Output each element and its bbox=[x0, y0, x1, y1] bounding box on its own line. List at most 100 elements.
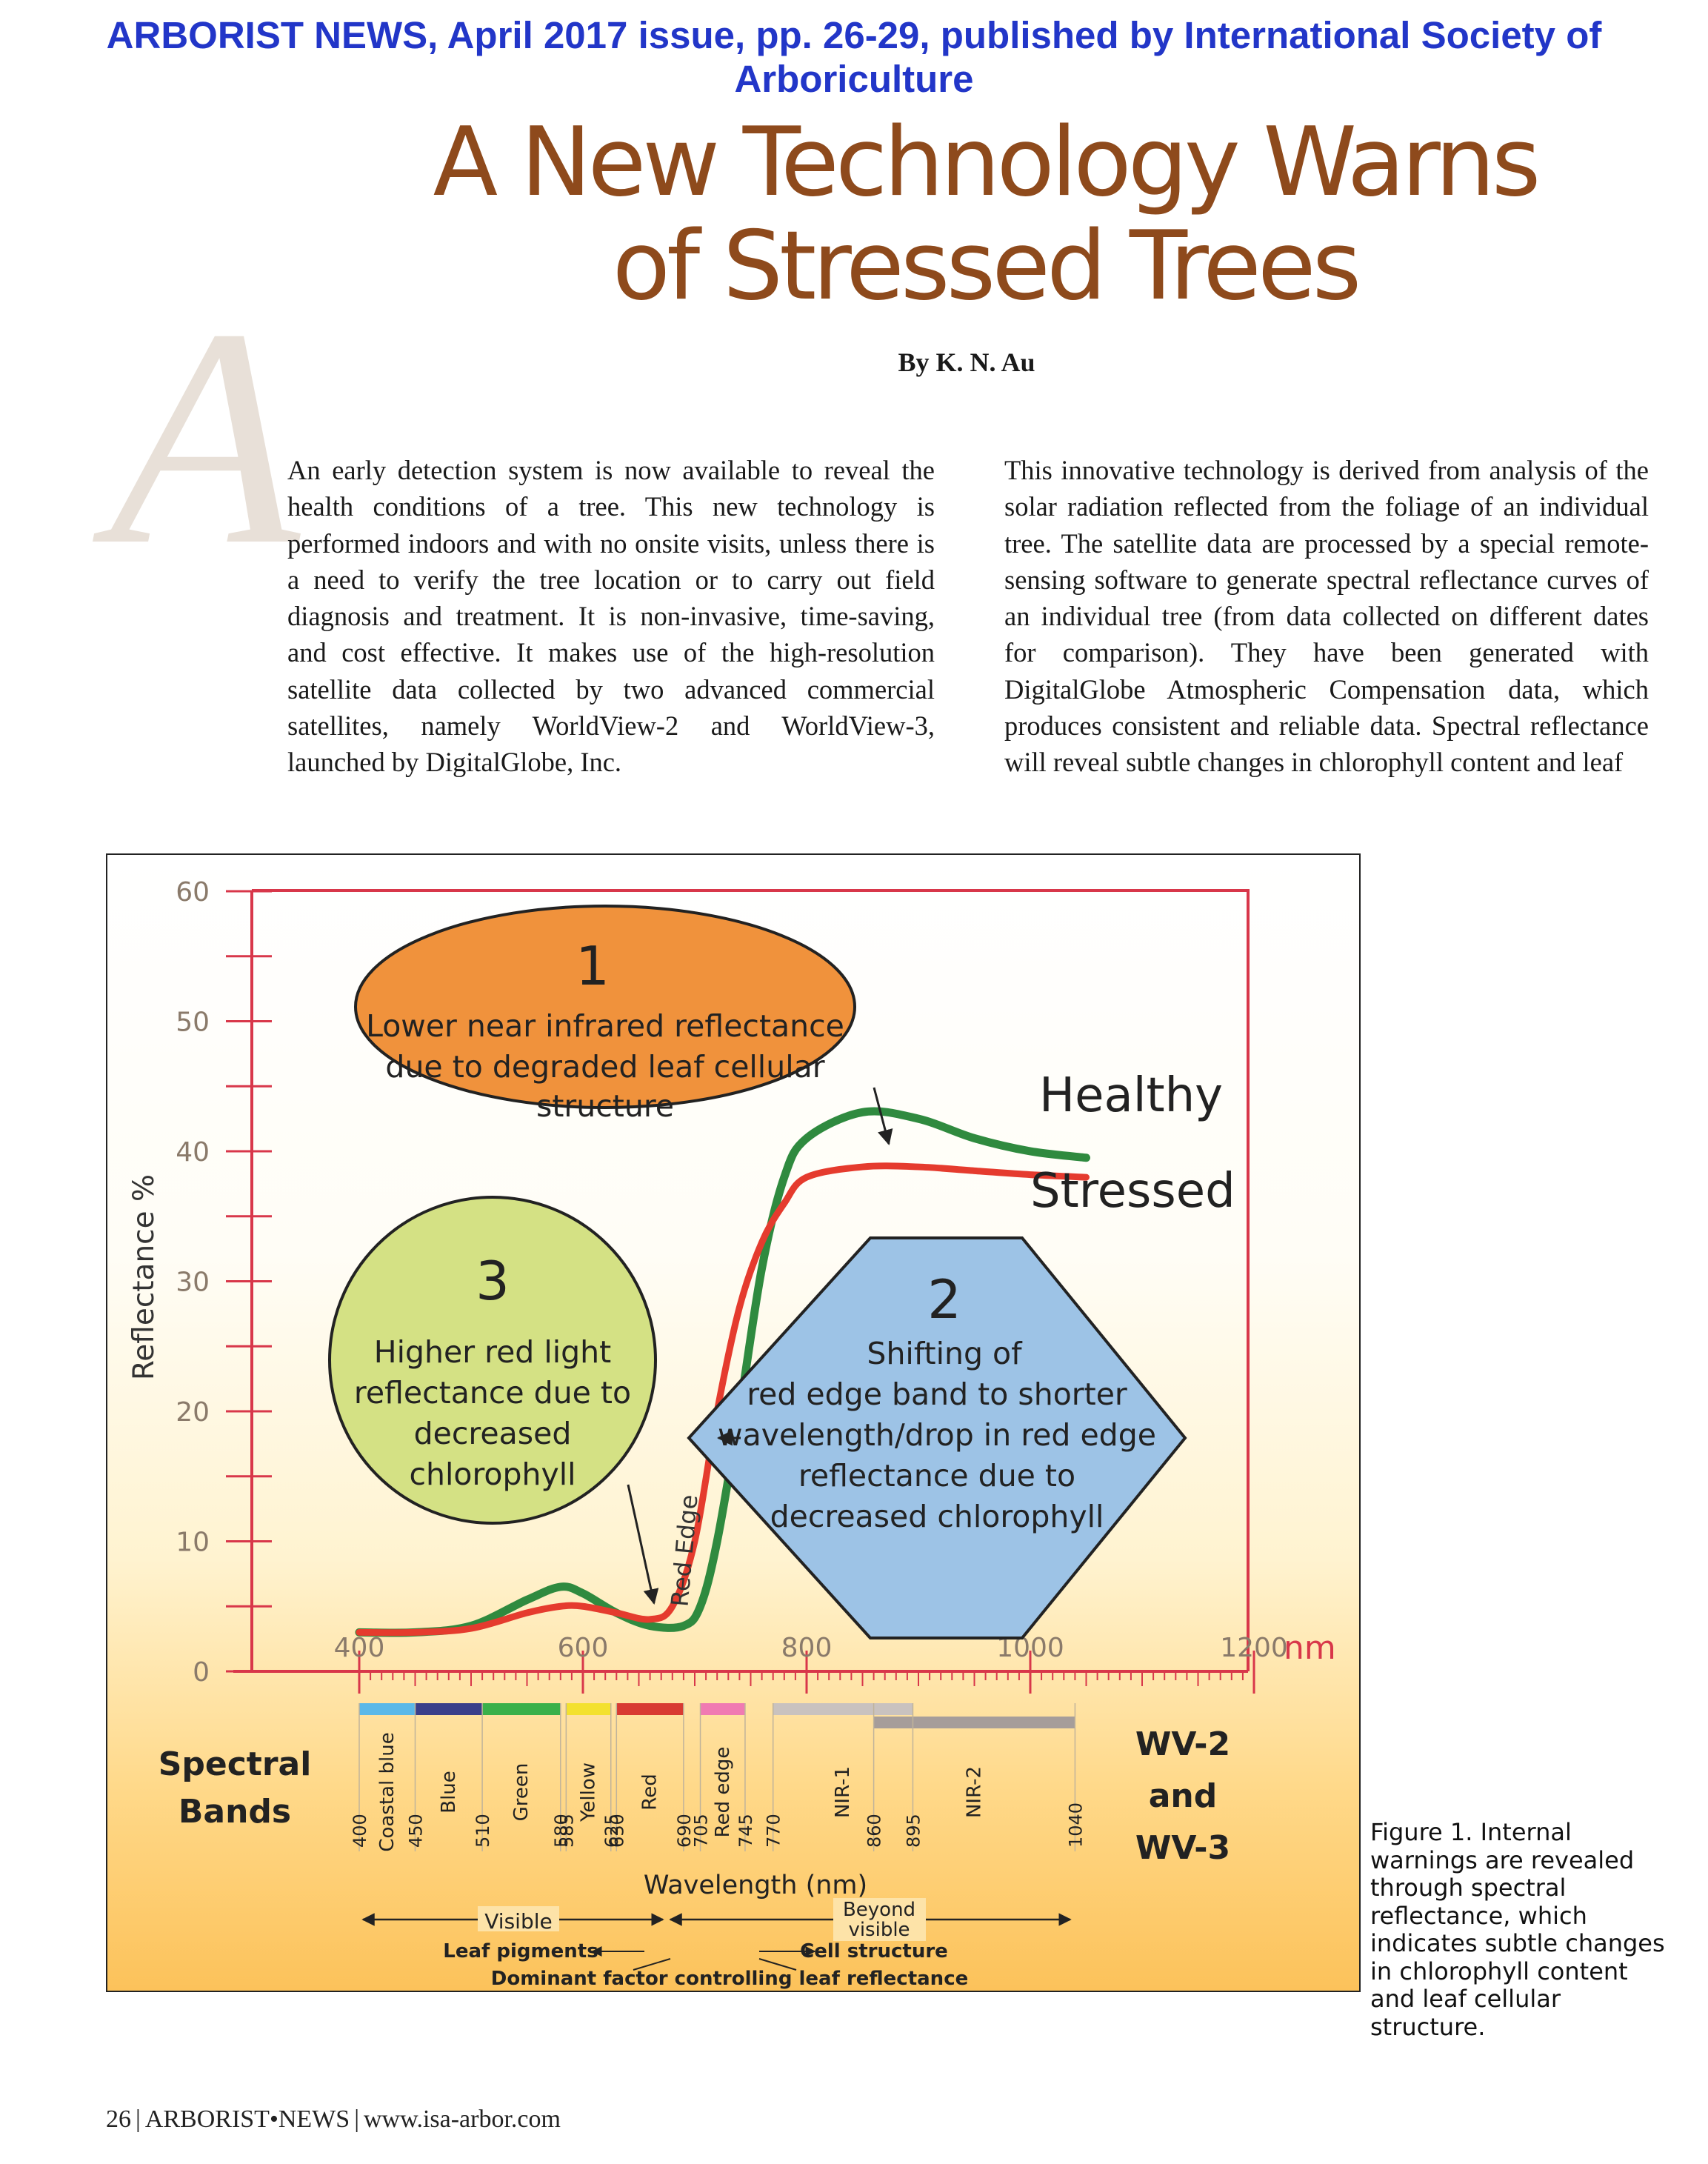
drop-cap: A bbox=[110, 264, 300, 609]
website-link[interactable]: www.isa-arbor.com bbox=[364, 2105, 561, 2133]
band-bar bbox=[566, 1703, 611, 1715]
spectral-bands-label-2: Bands bbox=[179, 1793, 291, 1831]
band-edge-label: 860 bbox=[864, 1814, 885, 1848]
callout-3-line-4: chlorophyll bbox=[409, 1456, 576, 1492]
figure-caption: Figure 1. Internal warnings are revealed… bbox=[1370, 1818, 1665, 2041]
callout-1-line-2: due to degraded leaf cellular bbox=[385, 1049, 824, 1085]
callout-2-number: 2 bbox=[927, 1268, 961, 1331]
band-edge-label: 705 bbox=[691, 1814, 712, 1848]
visible-label: Visible bbox=[484, 1909, 552, 1934]
callout-1-line-1: Lower near infrared reflectance bbox=[366, 1008, 844, 1044]
band-edge-label: 1040 bbox=[1065, 1802, 1086, 1848]
callout-2-line-5: decreased chlorophyll bbox=[770, 1499, 1104, 1534]
band-name: Yellow bbox=[578, 1762, 600, 1822]
wavelength-label: Wavelength (nm) bbox=[644, 1871, 867, 1900]
band-bar bbox=[616, 1703, 684, 1715]
band-edge-label: 770 bbox=[764, 1814, 784, 1848]
band-edge-label: 510 bbox=[473, 1814, 493, 1848]
x-tick-label: 400 bbox=[334, 1633, 385, 1663]
band-edge-label: 585 bbox=[556, 1814, 577, 1848]
beyond-visible-label-1: Beyond bbox=[843, 1899, 915, 1921]
cell-structure-label: Cell structure bbox=[800, 1940, 948, 1962]
callout-2-hexagon bbox=[687, 1236, 1187, 1639]
body-column-left: An early detection system is now availab… bbox=[287, 455, 935, 778]
callout-3-number: 3 bbox=[476, 1250, 510, 1312]
visible-label-bg bbox=[478, 1906, 559, 1931]
band-bar bbox=[773, 1703, 913, 1715]
spectral-bands-label-1: Spectral bbox=[159, 1745, 312, 1783]
y-axis-label: Reflectance % bbox=[127, 1174, 161, 1380]
callout-2-line-3: wavelength/drop in red edge bbox=[718, 1417, 1156, 1453]
band-bar bbox=[359, 1703, 416, 1715]
y-tick-label: 50 bbox=[176, 1008, 210, 1038]
band-name: Coastal blue bbox=[376, 1732, 398, 1851]
callout-2-line-4: reflectance due to bbox=[798, 1458, 1075, 1494]
article-title-line-1: A New Technology Warns bbox=[433, 107, 1541, 218]
satellites-label-2: and bbox=[1149, 1777, 1218, 1815]
plot-frame bbox=[252, 889, 1250, 1671]
callout-1-line-3: structure bbox=[536, 1088, 674, 1124]
dominant-factor-arrow-right bbox=[758, 1958, 797, 1971]
y-axis-ticks: 0 10 20 30 40 50 60 bbox=[176, 877, 272, 1688]
band-edge-label: 580 bbox=[551, 1814, 572, 1848]
healthy-label: Healthy bbox=[1039, 1068, 1223, 1123]
article-title-line-2: of Stressed Trees bbox=[612, 211, 1362, 322]
band-edge-label: 895 bbox=[903, 1814, 924, 1848]
band-edge-label: 625 bbox=[601, 1814, 622, 1848]
y-tick-label: 30 bbox=[176, 1268, 210, 1298]
body-column-right: This innovative technology is derived fr… bbox=[1004, 455, 1649, 778]
y-tick-label: 60 bbox=[176, 877, 210, 908]
band-bar bbox=[415, 1703, 483, 1715]
healthy-curve bbox=[355, 1107, 1090, 1637]
satellites-label-3: WV-3 bbox=[1135, 1829, 1230, 1867]
magazine-name: ARBORIST•NEWS bbox=[144, 2105, 350, 2133]
spectral-band-names: Coastal blue Blue Green Yellow Red Red edge NI… bbox=[376, 1732, 986, 1851]
source-banner: ARBORIST NEWS, April 2017 issue, pp. 26-… bbox=[106, 14, 1602, 100]
callout-2-line-1: Shifting of bbox=[867, 1336, 1023, 1371]
spectral-band-bars bbox=[358, 1703, 1076, 1851]
band-name: NIR-2 bbox=[964, 1766, 986, 1818]
page-footer: 26|ARBORIST•NEWS|www.isa-arbor.com bbox=[106, 2105, 561, 2133]
beyond-visible-label-2: visible bbox=[848, 1919, 910, 1941]
callout-1-pointer bbox=[873, 1087, 893, 1146]
x-tick-label: 800 bbox=[781, 1633, 833, 1663]
dominant-factor-arrow-left bbox=[633, 1958, 671, 1971]
band-edge-label: 450 bbox=[406, 1814, 427, 1848]
callout-3-line-2: reflectance due to bbox=[354, 1375, 631, 1411]
leaf-pigments-label: Leaf pigments bbox=[443, 1940, 598, 1962]
y-tick-label: 20 bbox=[176, 1397, 210, 1428]
callout-2-line-2: red edge band to shorter bbox=[747, 1376, 1127, 1412]
beyond-visible-bg bbox=[833, 1898, 926, 1941]
band-edge-label: 745 bbox=[735, 1814, 756, 1848]
y-tick-label: 0 bbox=[193, 1657, 210, 1688]
band-name: Blue bbox=[438, 1771, 460, 1814]
callout-1-ellipse bbox=[354, 905, 856, 1109]
callout-3-pointer bbox=[627, 1484, 659, 1605]
band-name: Green bbox=[510, 1763, 533, 1822]
dominant-factor-label: Dominant factor controlling leaf reflect… bbox=[491, 1968, 969, 1990]
band-bar bbox=[482, 1703, 561, 1715]
callout-3-line-1: Higher red light bbox=[374, 1334, 611, 1370]
band-edge-label: 400 bbox=[350, 1814, 370, 1848]
callout-3-line-3: decreased bbox=[414, 1416, 572, 1451]
y-tick-label: 40 bbox=[176, 1137, 210, 1168]
stressed-label: Stressed bbox=[1030, 1164, 1235, 1219]
x-unit-label: nm bbox=[1284, 1629, 1336, 1667]
band-edge-label: 630 bbox=[607, 1814, 627, 1848]
x-tick-label: 600 bbox=[558, 1633, 609, 1663]
band-name: Red bbox=[639, 1774, 661, 1810]
byline: By K. N. Au bbox=[898, 347, 1035, 377]
band-bar bbox=[873, 1717, 1075, 1728]
band-bar bbox=[700, 1703, 745, 1715]
band-name: Red edge bbox=[712, 1747, 734, 1838]
satellites-label-1: WV-2 bbox=[1135, 1725, 1230, 1763]
band-edge-label: 690 bbox=[674, 1814, 695, 1848]
page-number: 26 bbox=[106, 2105, 131, 2133]
callout-3-circle bbox=[328, 1196, 657, 1525]
y-tick-label: 10 bbox=[176, 1528, 210, 1558]
band-name: NIR-1 bbox=[832, 1766, 854, 1818]
x-tick-label: 1200 bbox=[1220, 1633, 1288, 1663]
